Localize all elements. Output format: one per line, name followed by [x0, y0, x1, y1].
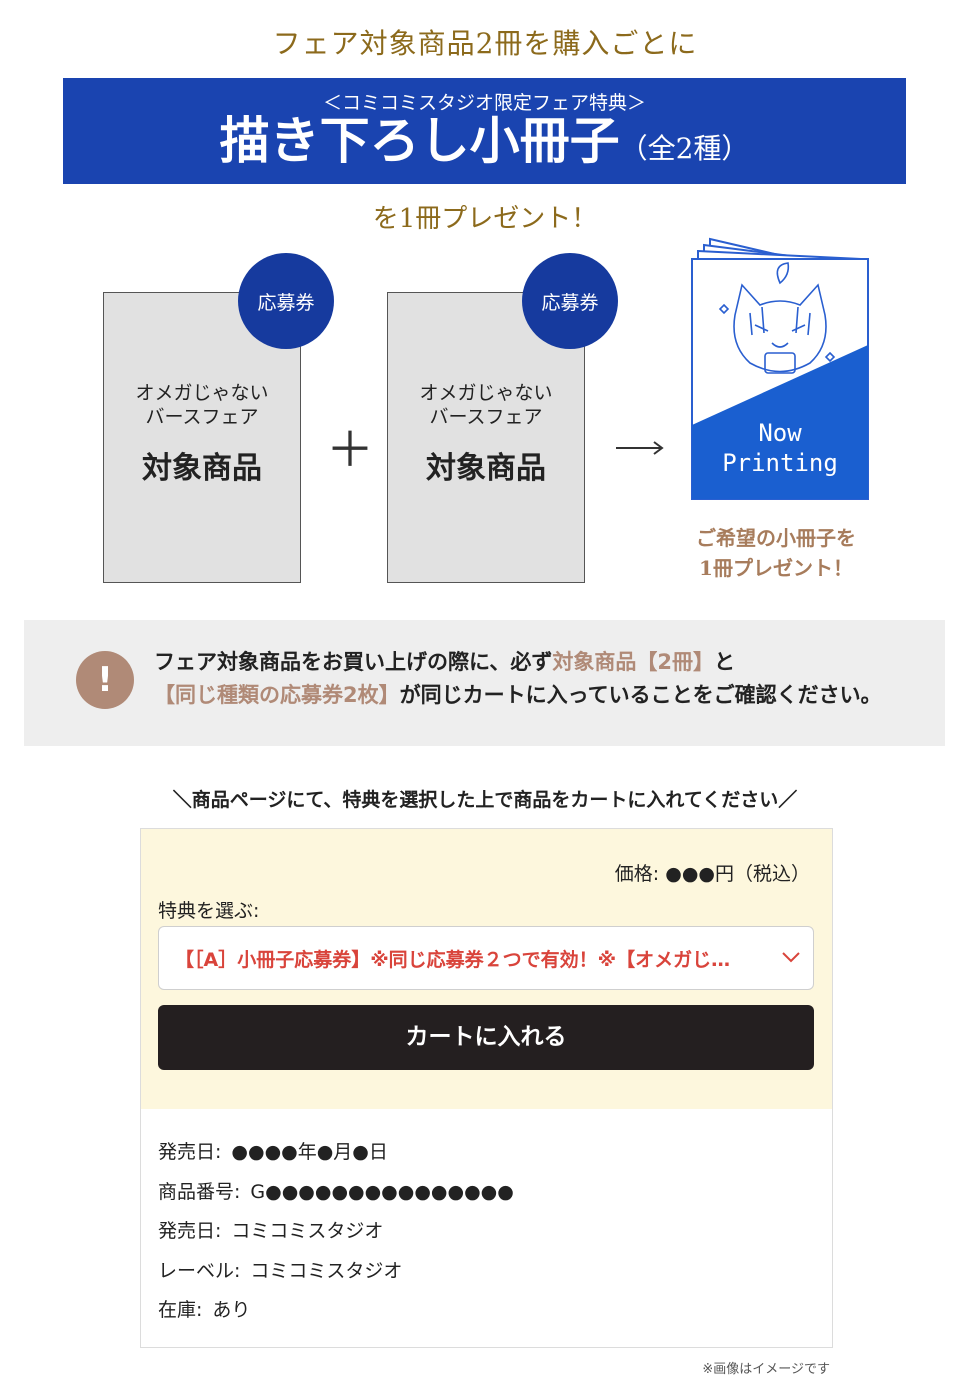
card-fair-name: オメガじゃない バースフェア	[388, 381, 584, 429]
detail-publisher: 発売日: コミコミスタジオ	[158, 1216, 818, 1256]
detail-product-number: 商品番号: G●●●●●●●●●●●●●●●	[158, 1177, 818, 1217]
detail-value: あり	[212, 1299, 251, 1321]
bonus-select-value: 【［A］小冊子応募券】※同じ応募券２つで有効！※【オメガじ…	[175, 949, 731, 971]
ticket-badge-1: 応募券	[238, 253, 334, 349]
exclamation-icon: !	[76, 651, 134, 709]
banner-title: 描き下ろし小冊子（全2種）	[63, 108, 906, 182]
notice-line-1: フェア対象商品をお買い上げの際に、必ず対象商品【2冊】と	[154, 646, 944, 679]
chevron-down-icon	[782, 952, 800, 963]
detail-value: コミコミスタジオ	[250, 1259, 403, 1282]
price-label: 価格:	[614, 863, 660, 885]
target-product-card-2: オメガじゃない バースフェア 対象商品	[387, 292, 585, 583]
card-line-1: オメガじゃない	[135, 382, 269, 404]
detail-value: G●●●●●●●●●●●●●●●	[250, 1180, 514, 1203]
booklet-text-printing: Printing	[722, 449, 838, 477]
headline: フェア対象商品2冊を購入ごとに	[272, 27, 698, 60]
caption-line-1: ご希望の小冊子を	[696, 526, 856, 550]
image-footnote: ※画像はイメージです	[702, 1362, 830, 1377]
cat-icon	[718, 262, 836, 374]
card-line-2: バースフェア	[145, 406, 259, 428]
detail-value: コミコミスタジオ	[231, 1220, 384, 1242]
price: 価格: ●●●円（税込）	[615, 859, 810, 886]
card-title: 対象商品	[142, 451, 262, 486]
detail-label: レーベル:	[158, 1259, 241, 1282]
title-banner: ＜コミコミスタジオ限定フェア特典＞ 描き下ろし小冊子（全2種）	[63, 78, 906, 184]
notice-highlight-2: 【同じ種類の応募券2枚】	[154, 683, 400, 707]
ticket-badge-2: 応募券	[522, 253, 618, 349]
detail-release-date: 発売日: ●●●●年●月●日	[158, 1137, 818, 1177]
card-title: 対象商品	[426, 451, 546, 486]
detail-value: ●●●●年●月●日	[231, 1141, 388, 1163]
bonus-select[interactable]: 【［A］小冊子応募券】※同じ応募券２つで有効！※【オメガじ…	[158, 926, 814, 990]
instruction-text: ＼商品ページにて、特典を選択した上で商品をカートに入れてください／	[172, 789, 798, 811]
notice-line-1-end: と	[714, 650, 735, 674]
present-subline: を1冊プレゼント！	[372, 204, 598, 234]
banner-title-main: 描き下ろし小冊子	[219, 111, 620, 170]
notice-line-2: 【同じ種類の応募券2枚】が同じカートに入っていることをご確認ください。	[154, 679, 944, 712]
card-line-2: バースフェア	[429, 406, 543, 428]
card-fair-name: オメガじゃない バースフェア	[104, 381, 300, 429]
card-line-1: オメガじゃない	[419, 382, 553, 404]
detail-label: 商品番号:	[158, 1180, 241, 1203]
notice-line-2-text: が同じカートに入っていることをご確認ください。	[399, 683, 882, 707]
caption-line-2: 1冊プレゼント！	[699, 556, 853, 580]
banner-subtitle: ＜コミコミスタジオ限定フェア特典＞	[322, 92, 646, 114]
notice-highlight-1: 対象商品【2冊】	[552, 650, 714, 674]
booklet-illustration: Now Printing	[691, 237, 869, 501]
banner-title-suffix: （全2種）	[619, 132, 750, 165]
product-panel: 価格: ●●●円（税込） 特典を選ぶ: 【［A］小冊子応募券】※同じ応募券２つで…	[140, 828, 833, 1348]
add-to-cart-button[interactable]: カートに入れる	[158, 1005, 814, 1070]
detail-label: 在庫:	[158, 1299, 203, 1321]
detail-stock: 在庫: あり	[158, 1295, 818, 1335]
notice-text: フェア対象商品をお買い上げの際に、必ず対象商品【2冊】と 【同じ種類の応募券2枚…	[154, 646, 944, 712]
detail-label: 発売日:	[158, 1220, 222, 1242]
plus-icon: ＋	[326, 422, 375, 478]
bonus-select-label: 特典を選ぶ:	[158, 900, 260, 922]
detail-label-name: レーベル: コミコミスタジオ	[158, 1256, 818, 1296]
booklet-caption: ご希望の小冊子を 1冊プレゼント！	[676, 523, 876, 583]
notice-line-1-text: フェア対象商品をお買い上げの際に、必ず	[154, 650, 553, 674]
price-value: ●●●円（税込）	[665, 863, 810, 885]
product-purchase-area: 価格: ●●●円（税込） 特典を選ぶ: 【［A］小冊子応募券】※同じ応募券２つで…	[141, 829, 832, 1109]
detail-label: 発売日:	[158, 1141, 222, 1163]
booklet-text-now: Now	[758, 419, 802, 447]
right-arrow-icon	[616, 441, 664, 455]
notice-box: ! フェア対象商品をお買い上げの際に、必ず対象商品【2冊】と 【同じ種類の応募券…	[24, 620, 945, 746]
product-details: 発売日: ●●●●年●月●日 商品番号: G●●●●●●●●●●●●●●● 発売日:…	[158, 1137, 818, 1335]
